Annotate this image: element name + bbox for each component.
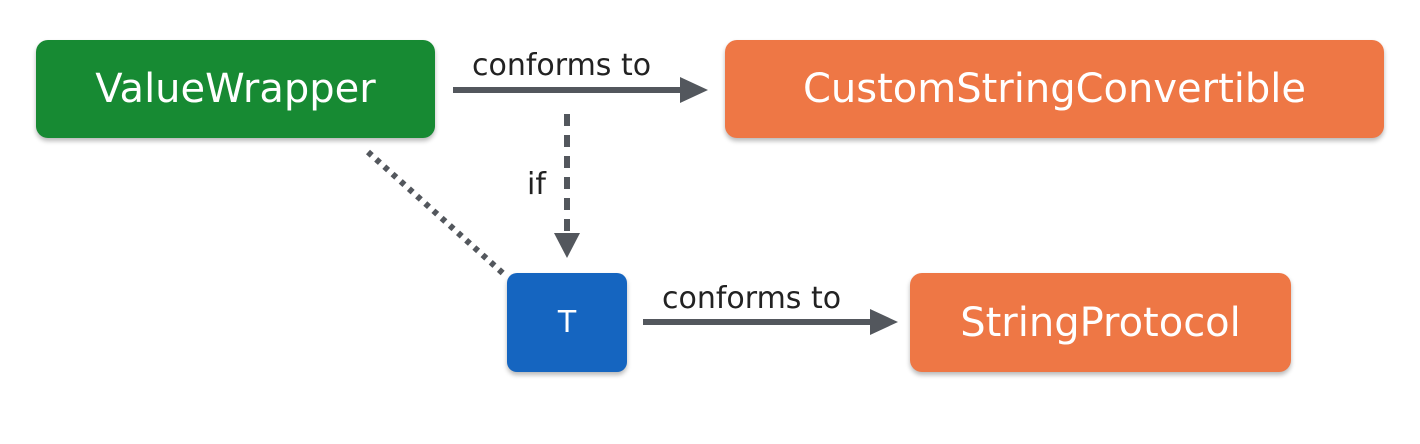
node-value-wrapper-label: ValueWrapper [95, 66, 376, 112]
arrow-conforms-top [453, 77, 708, 103]
arrow-if-dashed [554, 114, 580, 258]
node-string-protocol: StringProtocol [910, 273, 1291, 372]
dotted-connector [365, 149, 509, 279]
node-custom-string-convertible-label: CustomStringConvertible [802, 66, 1306, 112]
edge-label-conforms-bottom: conforms to [662, 281, 842, 316]
node-string-protocol-label: StringProtocol [960, 299, 1241, 346]
node-t-label: T [557, 305, 577, 340]
edge-label-if: if [527, 167, 546, 202]
node-t: T [507, 273, 627, 372]
edge-label-conforms-top: conforms to [472, 48, 652, 83]
node-value-wrapper: ValueWrapper [36, 40, 435, 138]
arrow-conforms-bottom [643, 309, 898, 335]
node-custom-string-convertible: CustomStringConvertible [725, 40, 1384, 138]
